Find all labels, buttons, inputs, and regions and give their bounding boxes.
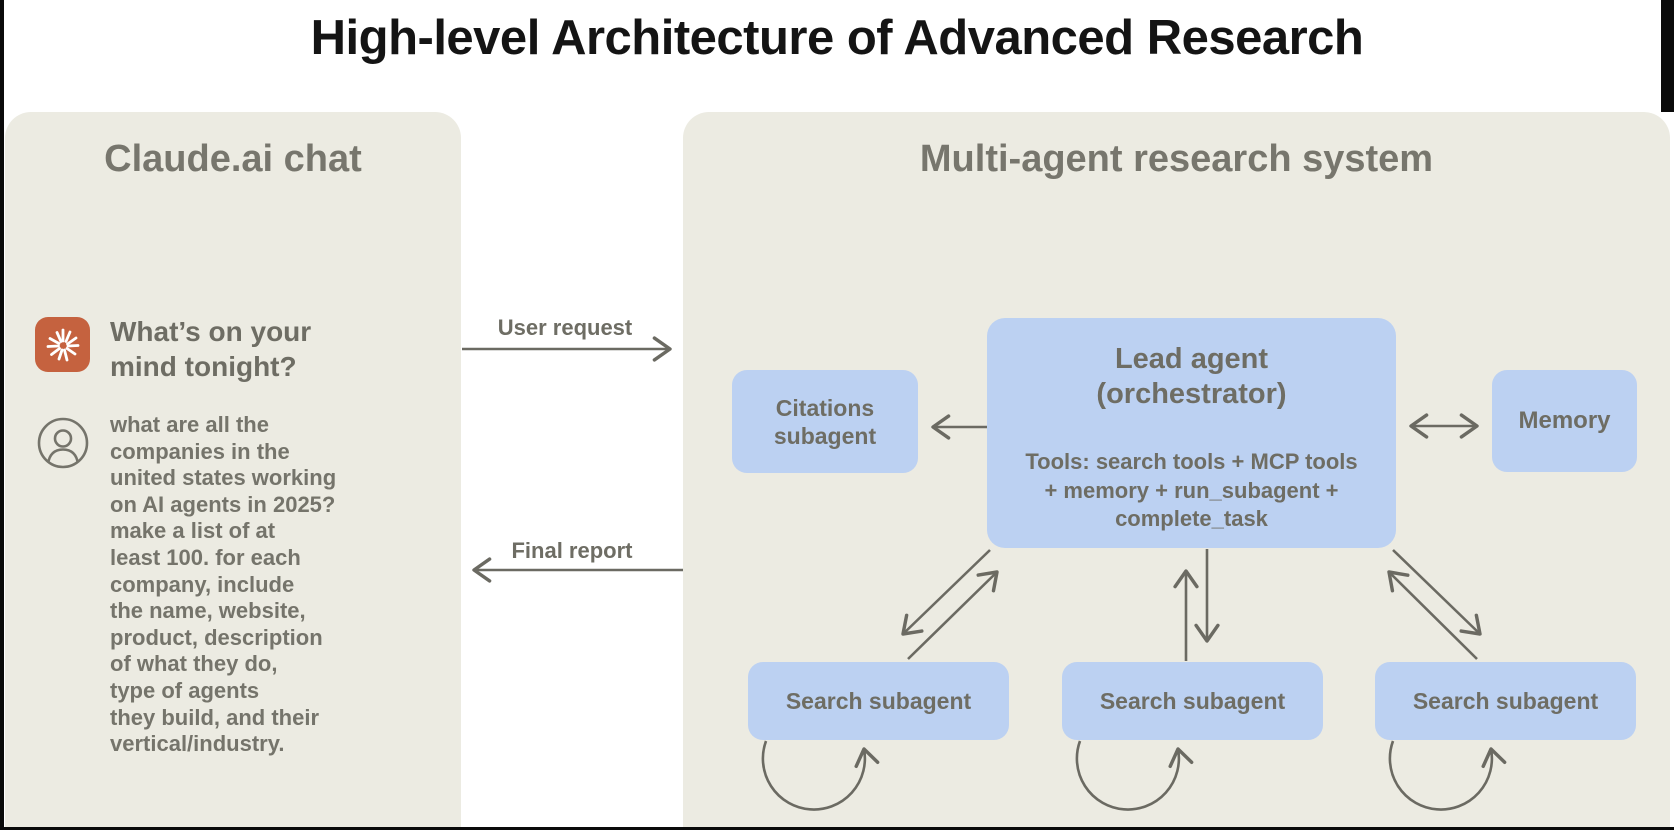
lead-agent-node: Lead agent (orchestrator) Tools: search …: [987, 318, 1396, 548]
search-subagent-node-3: Search subagent: [1375, 662, 1636, 740]
frame-edge-bottom: [0, 827, 1674, 830]
memory-node: Memory: [1492, 370, 1637, 472]
multi-agent-panel-title: Multi-agent research system: [919, 138, 1434, 180]
user-message-text: what are all the companies in the united…: [110, 412, 337, 757]
search-subagent-node-1: Search subagent: [748, 662, 1009, 740]
frame-edge-left: [0, 0, 4, 830]
frame-edge-right: [1661, 0, 1674, 112]
lead-agent-title: Lead agent (orchestrator): [1096, 343, 1287, 410]
page-title: High-level Architecture of Advanced Rese…: [310, 11, 1364, 65]
final-report-label: Final report: [511, 538, 633, 563]
assistant-prompt-text: What’s on your mind tonight?: [110, 316, 312, 382]
search-subagent-node-2: Search subagent: [1062, 662, 1323, 740]
claude-chat-panel: Claude.ai chat: [5, 112, 461, 830]
user-avatar-icon: [36, 416, 90, 470]
claude-spark-icon: [35, 317, 90, 372]
claude-spark-glyph: [46, 328, 79, 361]
claude-chat-panel-title: Claude.ai chat: [104, 138, 362, 180]
citations-subagent-node: Citations subagent: [732, 370, 918, 473]
lead-agent-tools: Tools: search tools + MCP tools + memory…: [1025, 449, 1358, 531]
user-request-label: User request: [497, 315, 633, 340]
